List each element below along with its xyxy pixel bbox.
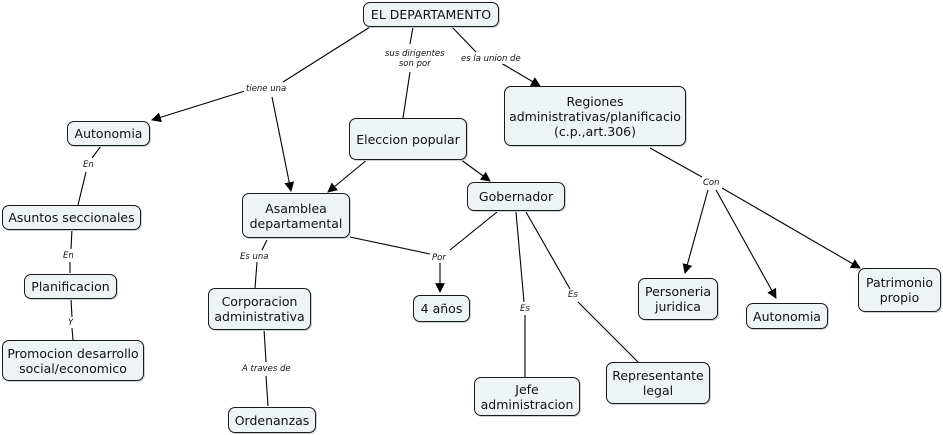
connector-dirigentes-eleccion bbox=[402, 71, 411, 119]
connector-gobernador-es2 bbox=[525, 211, 571, 290]
node-asuntos-seccionales[interactable]: Asuntos seccionales bbox=[2, 205, 141, 230]
link-label-sus-dirigentes: sus dirigentes son por bbox=[383, 49, 447, 69]
link-label-con: Con bbox=[701, 178, 722, 188]
connector-corporacion-atraves bbox=[263, 328, 267, 363]
connector-atraves-ordenanzas bbox=[265, 375, 269, 407]
connector-esuna-corporacion bbox=[254, 261, 258, 289]
connector-asamblea-por bbox=[349, 236, 431, 255]
node-planificacion[interactable]: Planificacion bbox=[24, 274, 117, 299]
connector-dep-tiene bbox=[282, 26, 371, 83]
connector-dep-union bbox=[451, 26, 477, 53]
connector-asamblea-esuna bbox=[261, 239, 268, 251]
connector-autonomia-en bbox=[91, 145, 102, 159]
connector-asuntos-en bbox=[70, 228, 73, 250]
connector-regiones-con bbox=[649, 147, 703, 178]
link-label-tiene-una: tiene una bbox=[244, 84, 289, 94]
node-promocion-desarrollo[interactable]: Promocion desarrollo social/economico bbox=[2, 340, 144, 381]
node-jefe-administracion[interactable]: Jefe administracion bbox=[474, 377, 580, 416]
connector-planificacion-y bbox=[70, 298, 73, 318]
connector-eleccion-asamblea bbox=[327, 158, 369, 193]
link-label-es-la-union: es la union de bbox=[459, 54, 523, 64]
connector-eleccion-gobernador bbox=[459, 158, 491, 182]
node-el-departamento[interactable]: EL DEPARTAMENTO bbox=[363, 2, 499, 27]
node-patrimonio-propio[interactable]: Patrimonio propio bbox=[858, 268, 941, 312]
node-representante-legal[interactable]: Representante legal bbox=[606, 362, 710, 404]
link-label-es-2: Es bbox=[566, 290, 580, 300]
connector-con-personeria bbox=[682, 189, 709, 274]
connector-gobernador-es1 bbox=[515, 211, 525, 303]
node-4-anos[interactable]: 4 años bbox=[413, 295, 470, 322]
node-asamblea-departamental[interactable]: Asamblea departamental bbox=[242, 193, 350, 238]
node-ordenanzas[interactable]: Ordenanzas bbox=[228, 407, 316, 433]
link-label-y: Y bbox=[66, 318, 76, 328]
connector-tiene-asamblea bbox=[271, 96, 295, 192]
node-corporacion-administrativa[interactable]: Corporacion administrativa bbox=[208, 288, 311, 330]
connector-es2-representante bbox=[577, 301, 639, 363]
connector-gobernador-por bbox=[449, 211, 498, 251]
node-autonomia-left[interactable]: Autonomia bbox=[67, 121, 150, 146]
link-label-a-traves: A traves de bbox=[240, 364, 293, 374]
link-label-en-1: En bbox=[81, 160, 96, 170]
node-autonomia-right[interactable]: Autonomia bbox=[746, 303, 828, 329]
link-label-es-1: Es bbox=[518, 304, 532, 314]
connector-con-autonomia bbox=[715, 189, 777, 299]
connector-en-asuntos bbox=[77, 171, 87, 206]
link-label-es-una: Es una bbox=[238, 252, 271, 262]
connector-union-regiones bbox=[495, 59, 541, 87]
node-personeria-juridica[interactable]: Personeria juridica bbox=[638, 278, 718, 320]
node-regiones-administrativas[interactable]: Regiones administrativas/planificacio (c… bbox=[504, 86, 686, 146]
node-eleccion-popular[interactable]: Eleccion popular bbox=[349, 118, 467, 160]
link-label-en-2: En bbox=[61, 251, 76, 261]
connector-con-patrimonio bbox=[721, 187, 861, 269]
connector-dep-dirigentes bbox=[409, 26, 414, 45]
node-gobernador[interactable]: Gobernador bbox=[467, 182, 565, 211]
link-label-por: Por bbox=[430, 253, 448, 263]
connector-tiene-autonomia bbox=[151, 89, 249, 123]
connector-y-promocion bbox=[71, 327, 74, 341]
